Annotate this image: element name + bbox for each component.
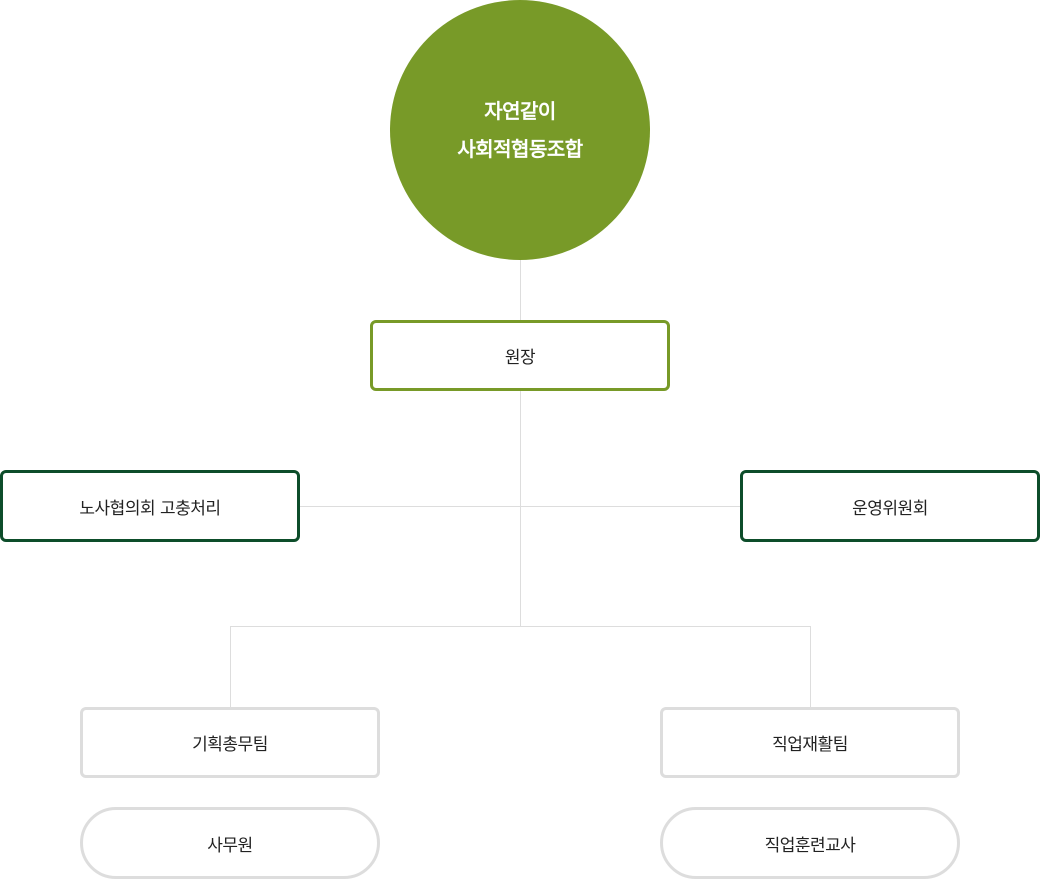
connector-team-right	[810, 626, 811, 707]
director-node: 원장	[370, 320, 670, 391]
connector-root-director	[520, 260, 521, 320]
connector-director-trunk	[520, 391, 521, 627]
member-node-clerk: 사무원	[80, 807, 380, 879]
member-label-trainer: 직업훈련교사	[764, 835, 856, 856]
team-label-vocational: 직업재활팀	[772, 735, 848, 755]
connector-committees	[300, 506, 740, 507]
connector-teams	[230, 626, 811, 627]
member-node-trainer: 직업훈련교사	[660, 807, 960, 879]
steering-committee-node: 운영위원회	[740, 470, 1040, 542]
team-node-vocational: 직업재활팀	[660, 707, 960, 778]
connector-team-left	[230, 626, 231, 707]
root-organization-name-line1: 자연같이	[484, 99, 556, 123]
labor-management-council-node: 노사협의회 고충처리	[0, 470, 300, 542]
team-label-planning: 기획총무팀	[192, 735, 268, 755]
root-organization-node: 자연같이 사회적협동조합	[390, 0, 650, 260]
director-label: 원장	[504, 348, 536, 368]
steering-committee-label: 운영위원회	[852, 498, 928, 519]
member-label-clerk: 사무원	[207, 835, 253, 856]
root-organization-name-line2: 사회적협동조합	[457, 137, 583, 161]
team-node-planning: 기획총무팀	[80, 707, 380, 778]
labor-management-council-label: 노사협의회 고충처리	[79, 498, 221, 519]
